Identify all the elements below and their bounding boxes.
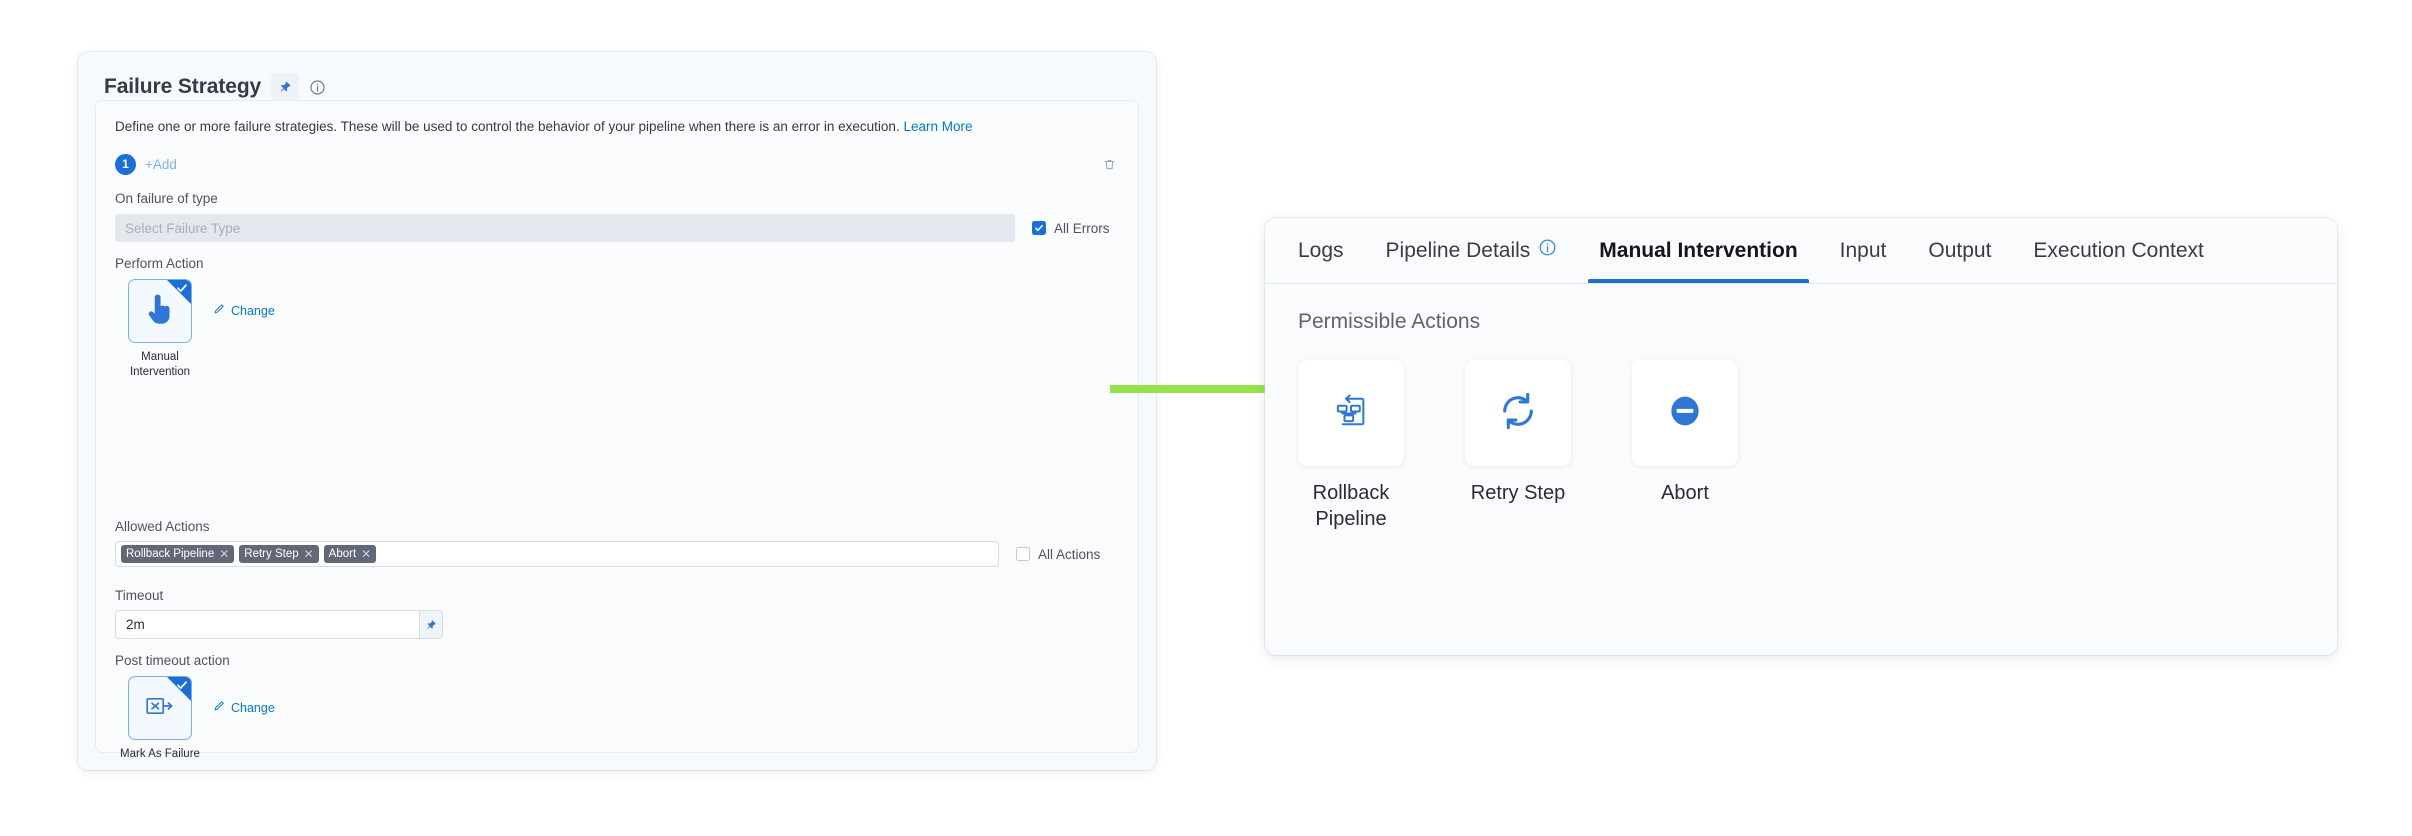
all-errors-checkbox-box[interactable]	[1032, 221, 1046, 235]
change-post-timeout-action-label: Change	[231, 700, 275, 715]
all-actions-checkbox[interactable]: All Actions	[1016, 547, 1100, 562]
tag-remove-icon[interactable]: ✕	[303, 547, 314, 561]
tab-input[interactable]: Input	[1819, 218, 1908, 283]
timeout-pin-icon[interactable]	[420, 610, 443, 639]
strategy-index-row: 1 +Add	[115, 151, 1119, 177]
all-actions-checkbox-box[interactable]	[1016, 547, 1030, 561]
pin-icon[interactable]	[271, 73, 300, 101]
tab-manual-intervention-label: Manual Intervention	[1599, 238, 1798, 262]
tag-remove-icon[interactable]: ✕	[219, 547, 230, 561]
tab-pipeline-details[interactable]: Pipeline Details	[1365, 218, 1579, 283]
rollback-pipeline-label: Rollback Pipeline	[1312, 482, 1390, 530]
failure-strategy-panel: Define one or more failure strategies. T…	[95, 100, 1139, 760]
permissible-action-abort: Abort	[1632, 360, 1738, 532]
manual-intervention-tile-label: Manual Intervention	[129, 351, 191, 378]
on-failure-of-type-row: Select Failure Type All Errors	[115, 214, 1123, 242]
tag-label: Rollback Pipeline	[126, 548, 215, 560]
tab-input-label: Input	[1839, 238, 1887, 262]
tab-manual-intervention[interactable]: Manual Intervention	[1578, 218, 1818, 283]
card-header: Failure Strategy	[104, 66, 326, 108]
tab-logs[interactable]: Logs	[1298, 218, 1365, 283]
info-icon[interactable]	[1538, 238, 1557, 263]
allowed-actions-label: Allowed Actions	[115, 519, 210, 534]
tab-execution-context[interactable]: Execution Context	[2012, 218, 2224, 283]
pencil-icon	[213, 303, 225, 318]
all-errors-label: All Errors	[1054, 220, 1110, 236]
abort-button[interactable]	[1632, 360, 1738, 466]
allowed-actions-input[interactable]: Rollback Pipeline ✕ Retry Step ✕ Abort ✕	[115, 541, 999, 567]
permissible-action-rollback-pipeline: Rollback Pipeline	[1298, 360, 1404, 532]
step-details-panel: Logs Pipeline Details Manual Interventio…	[1265, 218, 2337, 655]
mark-as-failure-tile[interactable]	[128, 676, 192, 740]
timeout-label: Timeout	[115, 588, 164, 603]
permissible-actions-list: Rollback Pipeline Retry Step	[1298, 360, 2337, 532]
tag-chip[interactable]: Rollback Pipeline ✕	[121, 545, 235, 563]
failure-type-input[interactable]: Select Failure Type	[115, 214, 1015, 242]
add-strategy-button[interactable]: +Add	[145, 156, 177, 172]
tab-output[interactable]: Output	[1907, 218, 2012, 283]
manual-intervention-body: Permissible Actions	[1265, 284, 2337, 532]
tag-chip[interactable]: Abort ✕	[323, 545, 377, 563]
change-post-timeout-action-button[interactable]: Change	[213, 700, 275, 715]
rollback-pipeline-button[interactable]	[1298, 360, 1404, 466]
mark-as-failure-tile-wrap: Mark As Failure	[115, 676, 205, 762]
all-actions-label: All Actions	[1038, 546, 1101, 562]
mark-as-failure-icon	[144, 693, 176, 724]
manual-intervention-tile-wrap: Manual Intervention	[115, 279, 205, 380]
retry-icon	[1496, 389, 1540, 438]
strategy-index-badge[interactable]: 1	[115, 153, 136, 175]
abort-icon	[1664, 390, 1706, 437]
rollback-pipeline-icon	[1330, 390, 1372, 437]
all-errors-checkbox[interactable]: All Errors	[1032, 221, 1110, 236]
tab-pipeline-details-label: Pipeline Details	[1385, 238, 1531, 262]
trash-icon[interactable]	[1099, 153, 1119, 175]
page-title: Failure Strategy	[104, 75, 262, 98]
perform-action-label: Perform Action	[115, 256, 204, 271]
tab-output-label: Output	[1928, 238, 1992, 262]
perform-action-row: Manual Intervention Change	[115, 279, 275, 380]
tag-label: Abort	[328, 548, 357, 560]
pencil-icon	[213, 700, 225, 715]
info-icon[interactable]	[309, 79, 326, 96]
tag-label: Retry Step	[244, 548, 299, 560]
description-text: Define one or more failure strategies. T…	[115, 119, 900, 134]
permissible-actions-title: Permissible Actions	[1298, 310, 1481, 333]
allowed-actions-row: Rollback Pipeline ✕ Retry Step ✕ Abort ✕…	[115, 541, 1123, 567]
mark-as-failure-tile-label: Mark As Failure	[120, 748, 200, 760]
pointing-hand-icon	[145, 292, 175, 331]
post-timeout-action-row: Mark As Failure Change	[115, 676, 275, 762]
change-perform-action-label: Change	[231, 303, 275, 318]
tag-remove-icon[interactable]: ✕	[361, 547, 372, 561]
on-failure-of-type-label: On failure of type	[115, 191, 218, 206]
timeout-input[interactable]: 2m	[115, 610, 420, 639]
tag-chip[interactable]: Retry Step ✕	[239, 545, 319, 563]
retry-step-button[interactable]	[1465, 360, 1571, 466]
tab-bar: Logs Pipeline Details Manual Interventio…	[1265, 218, 2337, 284]
abort-label: Abort	[1661, 482, 1709, 504]
tile-selected-corner	[167, 280, 191, 304]
post-timeout-action-label: Post timeout action	[115, 653, 230, 668]
tab-logs-label: Logs	[1298, 238, 1344, 262]
permissible-action-retry-step: Retry Step	[1465, 360, 1571, 532]
change-perform-action-button[interactable]: Change	[213, 303, 275, 318]
learn-more-link[interactable]: Learn More	[903, 119, 973, 134]
failure-strategy-card: Failure Strategy Define one or more fail…	[78, 52, 1156, 770]
retry-step-label: Retry Step	[1470, 482, 1566, 504]
manual-intervention-tile[interactable]	[128, 279, 192, 343]
tile-selected-corner	[167, 677, 191, 701]
panel-description: Define one or more failure strategies. T…	[115, 119, 973, 134]
timeout-row: 2m	[115, 610, 443, 639]
tab-execution-context-label: Execution Context	[2033, 238, 2204, 262]
